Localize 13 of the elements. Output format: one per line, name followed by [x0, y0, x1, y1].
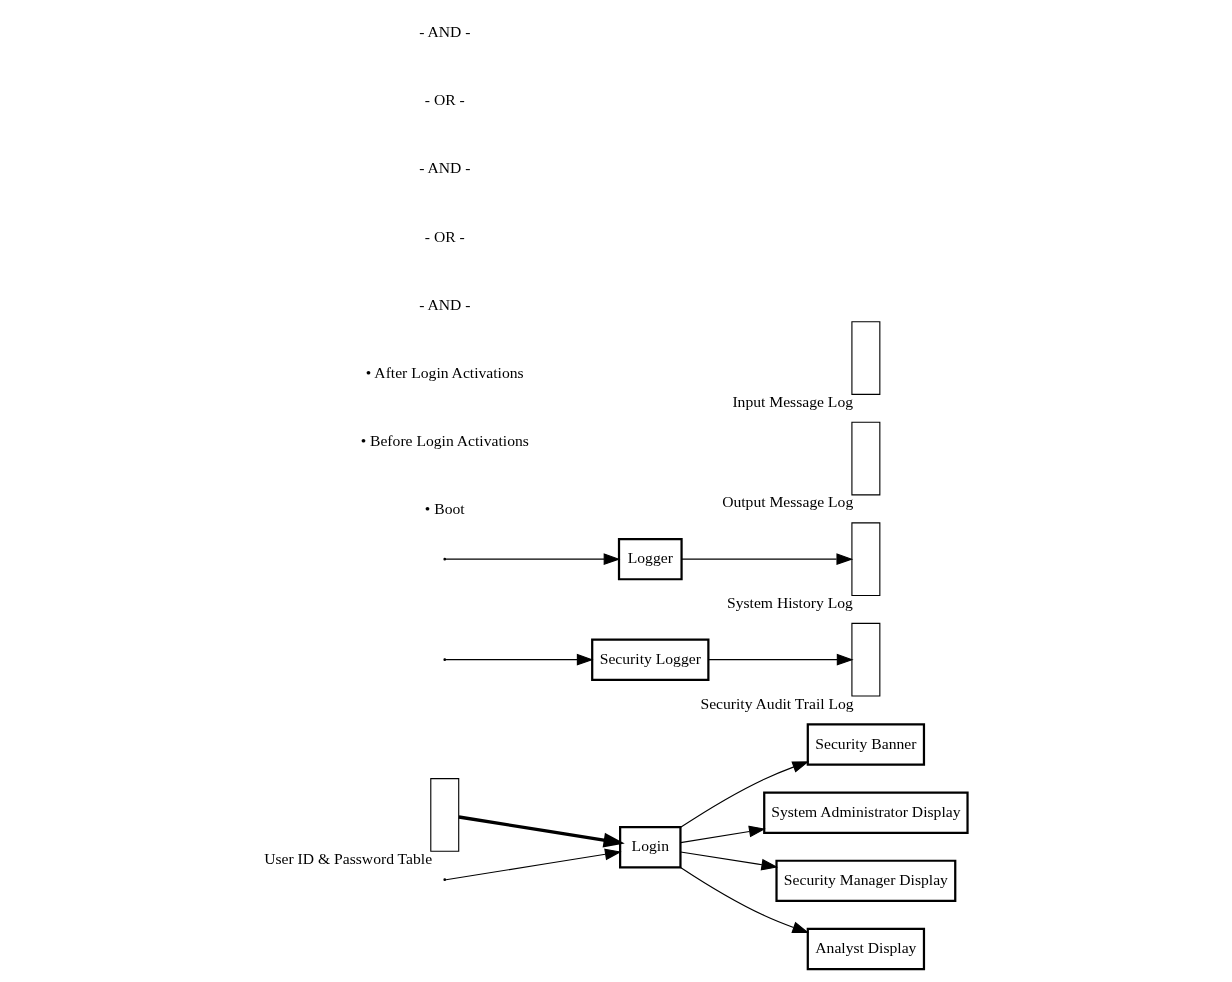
label: - AND -	[418, 159, 470, 177]
node-label: Output Message Log	[721, 493, 853, 511]
label: • Before Login Activations	[360, 431, 529, 449]
node-label: User ID & Password Table	[263, 849, 432, 867]
node-label: Input Message Log	[731, 392, 853, 410]
node-label: System History Log	[726, 593, 853, 611]
label: • After Login Activations	[365, 363, 524, 381]
label: - AND -	[418, 295, 470, 313]
label: - AND -	[418, 23, 470, 41]
node-label: Security Audit Trail Log	[699, 694, 854, 712]
label: - OR -	[424, 227, 465, 245]
label: - OR -	[424, 91, 465, 109]
label: • Boot	[424, 500, 465, 518]
